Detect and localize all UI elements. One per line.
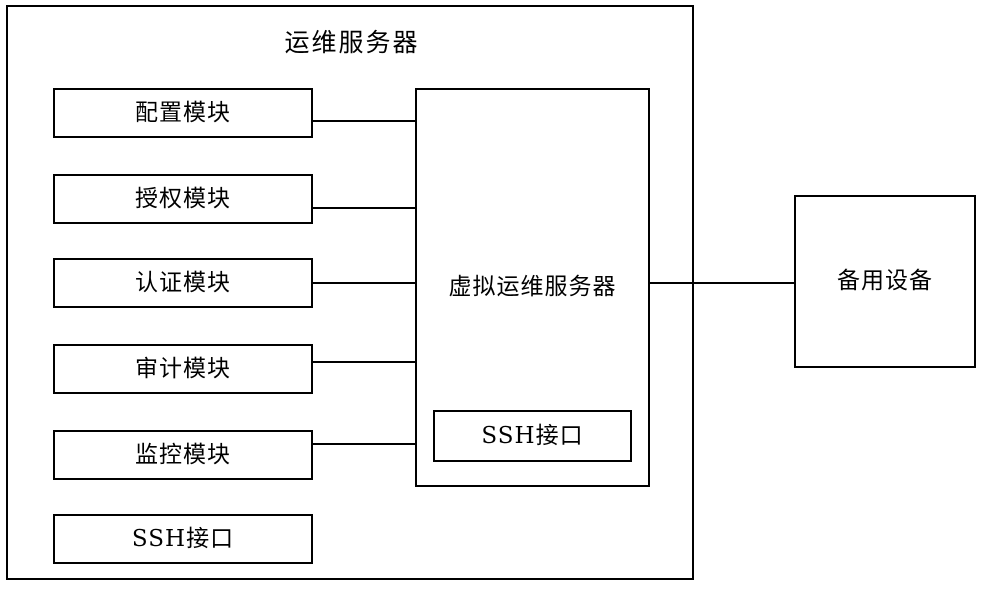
connector-audit-to-virtual-server <box>313 361 417 363</box>
module-label-authorization: 授权模块 <box>135 185 231 212</box>
connector-config-to-virtual-server <box>313 120 417 122</box>
connector-authentication-to-virtual-server <box>313 282 417 284</box>
module-label-config: 配置模块 <box>135 99 231 126</box>
module-box-authorization[interactable]: 授权模块 <box>53 174 313 224</box>
module-box-authentication[interactable]: 认证模块 <box>53 258 313 308</box>
virtual-server-ssh-interface-label: SSH接口 <box>481 422 584 449</box>
module-box-ssh-interface[interactable]: SSH接口 <box>53 514 313 564</box>
backup-device-box[interactable]: 备用设备 <box>794 195 976 368</box>
connector-monitoring-to-virtual-server <box>313 443 417 445</box>
module-box-monitoring[interactable]: 监控模块 <box>53 430 313 480</box>
module-box-audit[interactable]: 审计模块 <box>53 344 313 394</box>
module-label-authentication: 认证模块 <box>135 269 231 296</box>
outer-container-title: 运维服务器 <box>284 28 420 57</box>
virtual-server-label: 虚拟运维服务器 <box>448 274 617 300</box>
module-box-config[interactable]: 配置模块 <box>53 88 313 138</box>
module-label-ssh-interface: SSH接口 <box>131 525 235 552</box>
module-label-monitoring: 监控模块 <box>135 441 231 468</box>
connector-virtual-server-to-backup-device <box>648 282 796 284</box>
connector-authorization-to-virtual-server <box>313 207 417 209</box>
virtual-server-box[interactable]: 虚拟运维服务器 SSH接口 <box>415 88 650 487</box>
backup-device-label: 备用设备 <box>837 268 933 294</box>
module-label-audit: 审计模块 <box>135 355 231 382</box>
virtual-server-label-wrapper: 虚拟运维服务器 <box>417 90 648 485</box>
virtual-server-ssh-interface-box[interactable]: SSH接口 <box>433 410 632 462</box>
